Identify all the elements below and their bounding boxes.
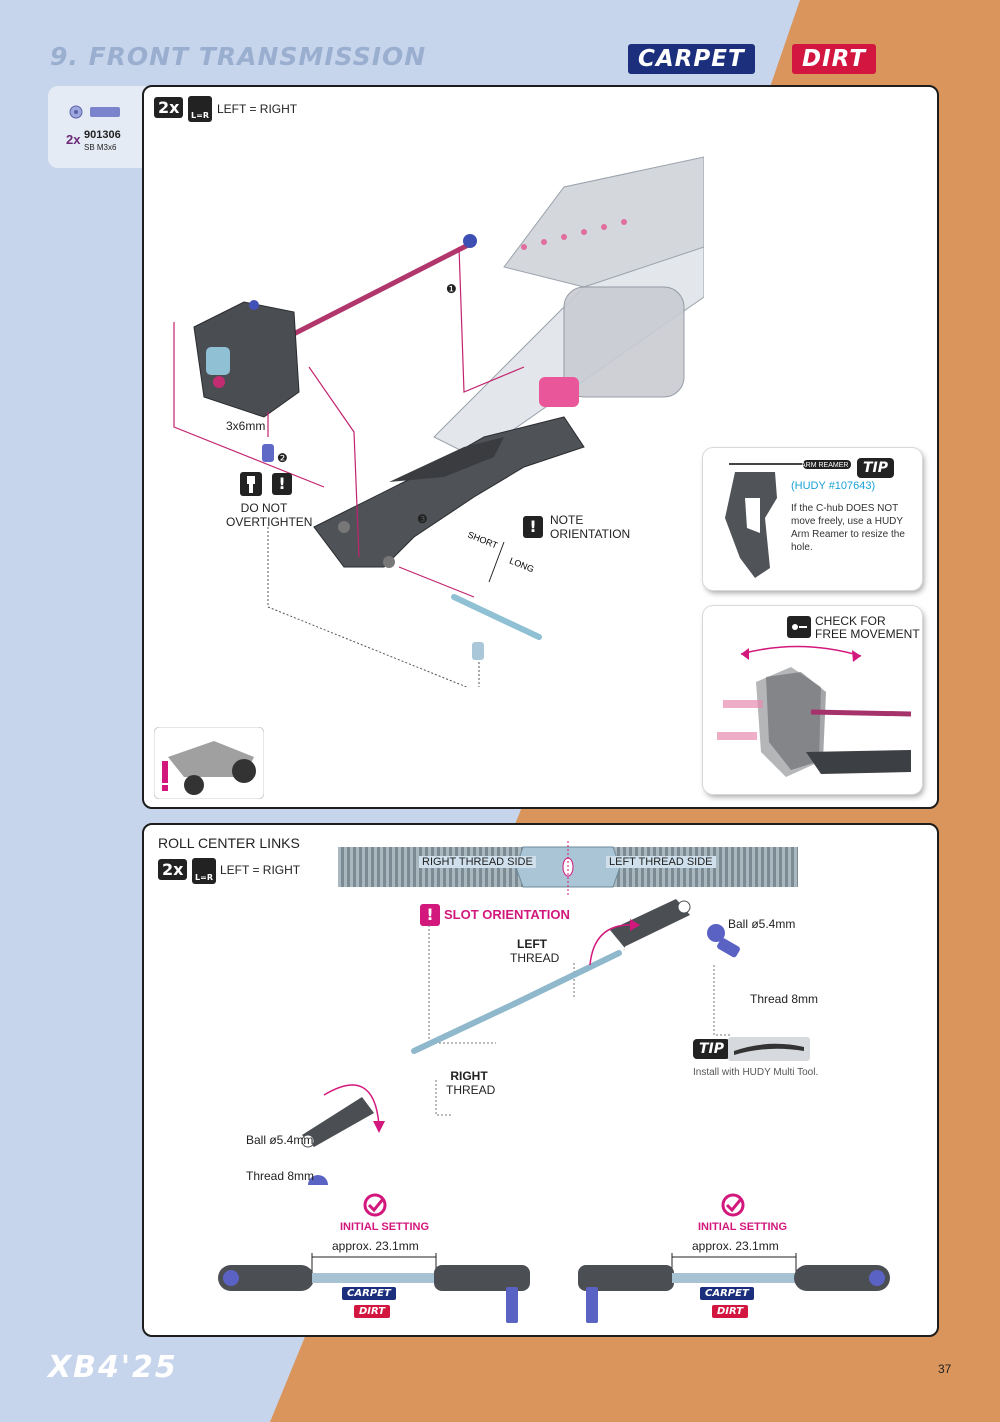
step-roll-center-links-panel: ROLL CENTER LINKS 2x L=R LEFT = RIGHT RI…: [142, 823, 939, 1337]
dirt-mini-badge-right: DIRT: [712, 1305, 749, 1318]
initial-setting-label-left: INITIAL SETTING: [340, 1221, 430, 1233]
left-right-icon: L=R: [188, 96, 212, 122]
left-equals-right-label: LEFT = RIGHT: [217, 102, 298, 116]
screw-size-label: 3x6mm: [226, 419, 266, 433]
screwdriver-icon: [240, 472, 262, 496]
ball-size-label-top: Ball ø5.4mm: [728, 917, 796, 931]
right-thread-side-label: RIGHT THREAD SIDE: [419, 856, 536, 868]
arm-reamer-label: ARM REAMER: [801, 462, 849, 469]
warning-icon: !: [272, 473, 292, 495]
model-name-logo: XB4'25: [48, 1350, 178, 1385]
hudy-multi-tool-icon: [728, 1037, 810, 1061]
note-warning-icon: !: [523, 516, 543, 538]
check-free-movement-box: CHECK FOR FREE MOVEMENT: [703, 606, 922, 794]
screw-part-icon: [69, 105, 120, 119]
overtighten-line-1: DO NOT: [240, 501, 288, 515]
overtighten-line-2: OVERTIGHTEN: [226, 515, 313, 529]
arm-reamer-illustration: [725, 460, 851, 578]
tip-badge-2: TIP: [693, 1039, 731, 1059]
left-thread-label-1: LEFT: [517, 937, 547, 951]
carpet-mini-badge-right: CARPET: [700, 1287, 754, 1300]
initial-setting-label-right: INITIAL SETTING: [698, 1221, 788, 1233]
callout-3: ❸: [417, 512, 428, 526]
tip-text: If the C-hub DOES NOT move freely, use a…: [791, 503, 905, 553]
note-orientation: NOTE ORIENTATION: [550, 513, 630, 541]
right-thread-label: RIGHT THREAD: [446, 1069, 496, 1097]
left-right-icon-2: L=R: [192, 858, 216, 884]
approx-length-right: approx. 23.1mm: [692, 1239, 779, 1253]
front-assembly-illustration: [173, 156, 704, 687]
part-qty: 2x: [66, 132, 81, 147]
dirt-mini-badge-left: DIRT: [354, 1305, 391, 1318]
page-number: 37: [938, 1362, 952, 1376]
note-line-2: ORIENTATION: [550, 527, 631, 541]
check-hand-icon: [787, 616, 811, 638]
callout-1: ❶: [446, 282, 457, 296]
thread-length-label-bottom: Thread 8mm: [246, 1169, 315, 1183]
qty-badge-2: 2x: [158, 859, 188, 880]
roll-center-link-assembly-illustration: [301, 899, 740, 1185]
car-thumbnail-illustration: [154, 727, 264, 799]
right-thread-label-1: RIGHT: [450, 1069, 488, 1083]
left-equals-right-label-2: LEFT = RIGHT: [220, 863, 301, 877]
left-thread-side-label: LEFT THREAD SIDE: [606, 856, 716, 868]
approx-length-left: approx. 23.1mm: [332, 1239, 419, 1253]
step-front-transmission-panel: 2x L=R LEFT = RIGHT: [142, 85, 939, 809]
checkmark-icon-right: [721, 1193, 745, 1217]
tip-text-2: Install with HUDY Multi Tool.: [693, 1067, 819, 1078]
checkmark-icon-left: [363, 1193, 387, 1217]
part-code: 901306: [84, 129, 121, 141]
carpet-badge: CARPET: [628, 44, 755, 74]
carpet-mini-badge-left: CARPET: [342, 1287, 396, 1300]
qty-badge: 2x: [154, 97, 184, 118]
callout-2: ❷: [277, 451, 288, 465]
check-line-1: CHECK FOR: [815, 614, 886, 628]
part-desc: SB M3x6: [84, 143, 117, 152]
check-line-2: FREE MOVEMENT: [815, 627, 920, 641]
parts-list: 2x 901306 SB M3x6: [48, 86, 146, 168]
overtighten-warning: DO NOT OVERTIGHTEN: [226, 501, 313, 529]
left-thread-label: LEFT THREAD: [510, 937, 560, 965]
slot-orientation-label: SLOT ORIENTATION: [444, 907, 570, 922]
roll-center-links-title: ROLL CENTER LINKS: [158, 835, 300, 851]
right-thread-label-2: THREAD: [446, 1083, 496, 1097]
tip-badge: TIP: [857, 458, 895, 478]
ball-size-label-bottom: Ball ø5.4mm: [246, 1133, 314, 1147]
dirt-badge: DIRT: [792, 44, 877, 74]
thread-length-label-top: Thread 8mm: [750, 992, 819, 1006]
assembled-link-right: [578, 1253, 890, 1323]
left-thread-label-2: THREAD: [510, 951, 560, 965]
hudy-part-number: (HUDY #107643): [791, 480, 876, 492]
note-line-1: NOTE: [550, 513, 584, 527]
tip-arm-reamer: TIP ARM REAMER (HUDY #107643) If the C-h…: [703, 448, 922, 590]
page-title: 9. FRONT TRANSMISSION: [50, 42, 427, 71]
assembled-link-left: [218, 1253, 530, 1323]
free-movement-illustration: [717, 645, 912, 777]
check-free-movement-label: CHECK FOR FREE MOVEMENT: [815, 615, 920, 641]
slot-orientation-icon: !: [420, 904, 440, 926]
